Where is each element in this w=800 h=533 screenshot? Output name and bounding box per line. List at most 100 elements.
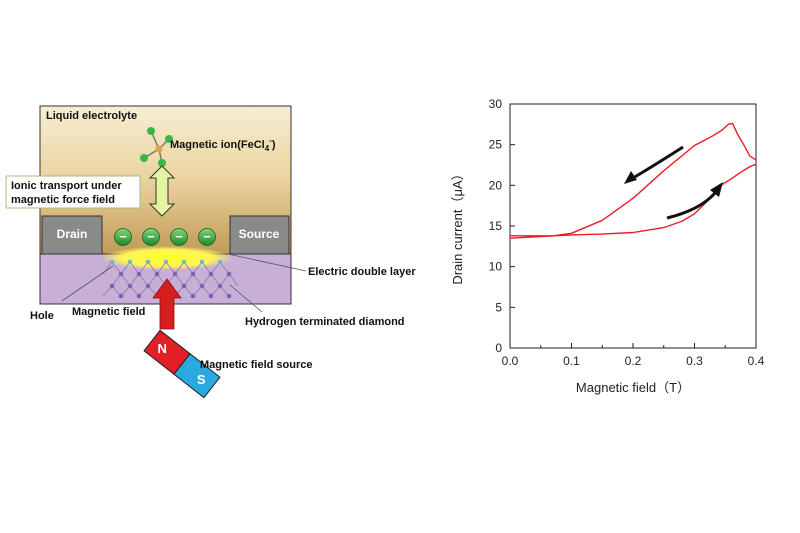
y-tick-label: 0 [495, 341, 502, 355]
hole-label: Hole [30, 310, 54, 322]
sweep-up-arrowhead [710, 182, 723, 197]
lattice-bond [147, 273, 158, 287]
edl-glow [101, 246, 233, 270]
lattice-bond [201, 273, 212, 287]
transport-label-line1: Ionic transport under [11, 180, 122, 192]
lattice-bond [138, 261, 149, 275]
lattice-atom [163, 259, 169, 265]
svg-text:−: − [203, 229, 211, 244]
edl-label: Electric double layer [308, 266, 416, 278]
lattice-atom [172, 271, 178, 277]
sweep-down-arrow [632, 145, 684, 180]
lattice-atom [118, 293, 124, 299]
lattice-bond [210, 273, 221, 287]
series-group [509, 122, 757, 239]
ion-row: − − − − [114, 228, 216, 246]
lattice-bond [111, 261, 122, 275]
ion: − [142, 228, 160, 246]
y-tick-label: 20 [489, 178, 503, 192]
y-tick-label: 30 [489, 97, 503, 111]
series-line-2 [510, 122, 757, 237]
device-schematic: Drain Source Liquid electrolyte Magnetic… [5, 105, 416, 399]
svg-text:−: − [175, 229, 183, 244]
lattice-bond [183, 273, 194, 287]
lattice-bond [174, 273, 185, 287]
drain-label: Drain [57, 227, 88, 241]
lattice-atom [154, 271, 160, 277]
x-tick-label: 0.3 [686, 354, 703, 368]
magnetic-field-label: Magnetic field [72, 306, 145, 318]
series-line-1 [509, 163, 757, 239]
lattice-atom [118, 271, 124, 277]
lattice-bond [210, 261, 221, 275]
diamond-label: Hydrogen terminated diamond [245, 316, 405, 328]
lattice-bond [174, 261, 185, 275]
y-tick-label: 15 [489, 219, 503, 233]
lattice-atom [127, 259, 133, 265]
magnet-n-label: N [158, 341, 167, 356]
drain-electrode [41, 215, 103, 255]
x-tick-label: 0.1 [563, 354, 580, 368]
source-electrode [229, 215, 290, 255]
magnetic-ion-molecule [140, 127, 173, 167]
x-axis-label: Magnetic field（T） [576, 380, 690, 395]
lattice-atom [109, 259, 115, 265]
sweep-down-arrowhead [624, 171, 637, 184]
lattice-bond [120, 261, 131, 275]
lattice-atom [208, 293, 214, 299]
lattice-atom [217, 259, 223, 265]
lattice-bond [192, 273, 203, 287]
lattice-bond [138, 273, 149, 287]
hole-leader [61, 265, 114, 302]
y-axis: 0 5 10 15 20 25 30 [489, 97, 515, 355]
magnetic-field-arrow [152, 278, 182, 330]
svg-text:−: − [119, 229, 127, 244]
magnet-s-label: S [197, 372, 206, 387]
lattice-bond [219, 273, 230, 287]
sweep-up-arrow [666, 191, 717, 220]
lattice-atom [199, 283, 205, 289]
lattice-atom [181, 283, 187, 289]
x-tick-label: 0.0 [502, 354, 519, 368]
lattice-bond [111, 273, 122, 287]
lattice-bond [183, 261, 194, 275]
lattice-bond [192, 261, 203, 275]
diamond-lattice [102, 259, 239, 299]
lattice-atom [127, 283, 133, 289]
ion: − [114, 228, 132, 246]
y-tick-label: 25 [489, 138, 503, 152]
svg-text:−: − [147, 229, 155, 244]
lattice-atom [190, 271, 196, 277]
lattice-atom [226, 271, 232, 277]
y-tick-label: 10 [489, 260, 503, 274]
magnet: N S [143, 329, 221, 399]
magnetic-ion-label: Magnetic ion(FeCl4-) [170, 136, 276, 153]
x-tick-label: 0.4 [748, 354, 765, 368]
plot-frame [509, 103, 757, 349]
lattice-atom [136, 271, 142, 277]
transport-label-box [5, 175, 141, 209]
electrolyte-label: Liquid electrolyte [46, 110, 137, 122]
drain-current-chart: 0.0 0.1 0.2 0.3 0.4 0 5 10 15 20 25 30 Magnetic fi… [450, 97, 765, 395]
transport-arrow [148, 165, 176, 217]
lattice-bond [120, 273, 131, 287]
source-label: Source [239, 227, 280, 241]
lattice-bond [165, 261, 176, 275]
lattice-atom [145, 259, 151, 265]
lattice-atom [181, 259, 187, 265]
lattice-bond [219, 261, 230, 275]
lattice-atom [208, 271, 214, 277]
lattice-bond [228, 273, 239, 287]
x-axis: 0.0 0.1 0.2 0.3 0.4 [502, 343, 765, 368]
x-tick-label: 0.2 [625, 354, 642, 368]
lattice-bond [147, 261, 158, 275]
lattice-atom [109, 283, 115, 289]
lattice-atom [190, 293, 196, 299]
lattice-atom [217, 283, 223, 289]
y-tick-label: 5 [495, 300, 502, 314]
lattice-atom [199, 259, 205, 265]
lattice-bond [129, 261, 140, 275]
ion: − [170, 228, 188, 246]
lattice-atom [226, 293, 232, 299]
